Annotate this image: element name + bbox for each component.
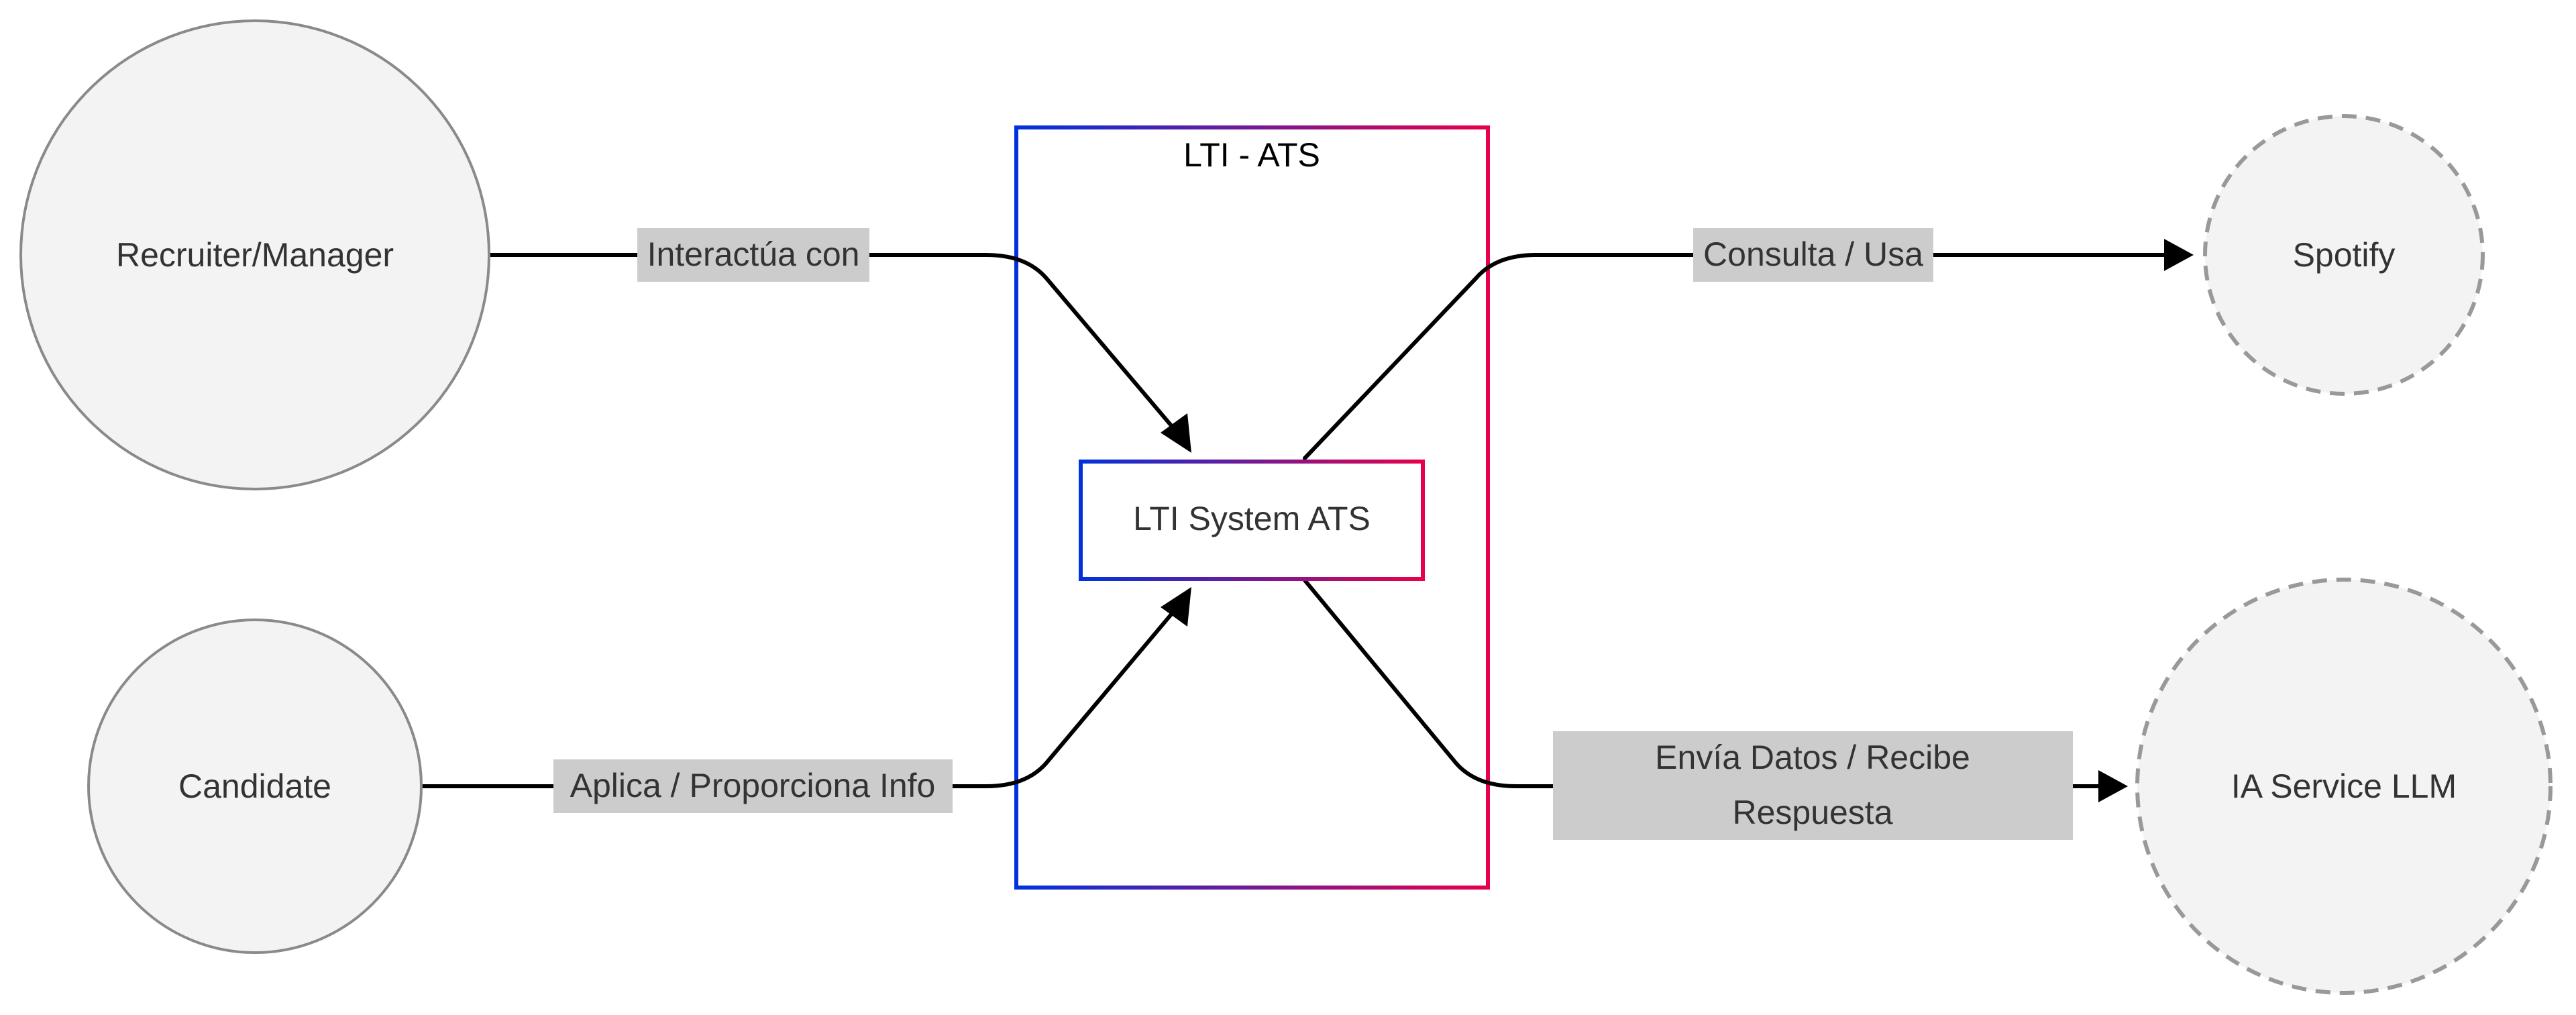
edge-label-e2: Aplica / Proporciona Info bbox=[553, 759, 953, 813]
external-llm[interactable]: IA Service LLM bbox=[2135, 578, 2553, 995]
arrowheads bbox=[1161, 239, 2194, 802]
actor-recruiter[interactable]: Recruiter/Manager bbox=[19, 19, 490, 490]
actor-recruiter-label: Recruiter/Manager bbox=[116, 236, 394, 274]
edge-recruiter-to-system bbox=[487, 253, 1179, 435]
edge-label-text-line-2: Respuesta bbox=[1732, 794, 1892, 831]
system-boundary: LTI - ATS bbox=[1014, 125, 1490, 890]
edge-system-to-spotify bbox=[1303, 253, 2182, 460]
arrowhead-llm-edge bbox=[2098, 770, 2128, 802]
actor-candidate[interactable]: Candidate bbox=[87, 619, 423, 954]
system-node-label: LTI System ATS bbox=[1133, 500, 1371, 537]
edge-system-to-llm bbox=[1303, 578, 2115, 788]
external-spotify-label: Spotify bbox=[2293, 236, 2396, 274]
external-llm-label: IA Service LLM bbox=[2231, 767, 2457, 805]
arrowhead-recruiter-edge bbox=[1161, 413, 1191, 453]
edge-label-text-line-1: Envía Datos / Recibe bbox=[1655, 739, 1970, 776]
actor-candidate-label: Candidate bbox=[178, 767, 331, 805]
external-spotify[interactable]: Spotify bbox=[2203, 114, 2485, 396]
edge-label-text: Consulta / Usa bbox=[1703, 235, 1923, 273]
edge-label-text: Interactúa con bbox=[647, 235, 860, 273]
arrowhead-spotify-edge bbox=[2164, 239, 2194, 271]
arrowhead-candidate-edge bbox=[1161, 587, 1191, 627]
edge-label-text: Aplica / Proporciona Info bbox=[570, 767, 936, 804]
edge-candidate-to-system bbox=[420, 605, 1179, 788]
boundary-title: LTI - ATS bbox=[1183, 136, 1320, 174]
edge-label-e3: Consulta / Usa bbox=[1693, 228, 1933, 282]
edge-label-e4: Envía Datos / Recibe Respuesta bbox=[1553, 731, 2073, 840]
edge-label-e1: Interactúa con bbox=[637, 228, 869, 282]
edges bbox=[420, 253, 2182, 788]
system-node[interactable]: LTI System ATS bbox=[1079, 460, 1425, 581]
